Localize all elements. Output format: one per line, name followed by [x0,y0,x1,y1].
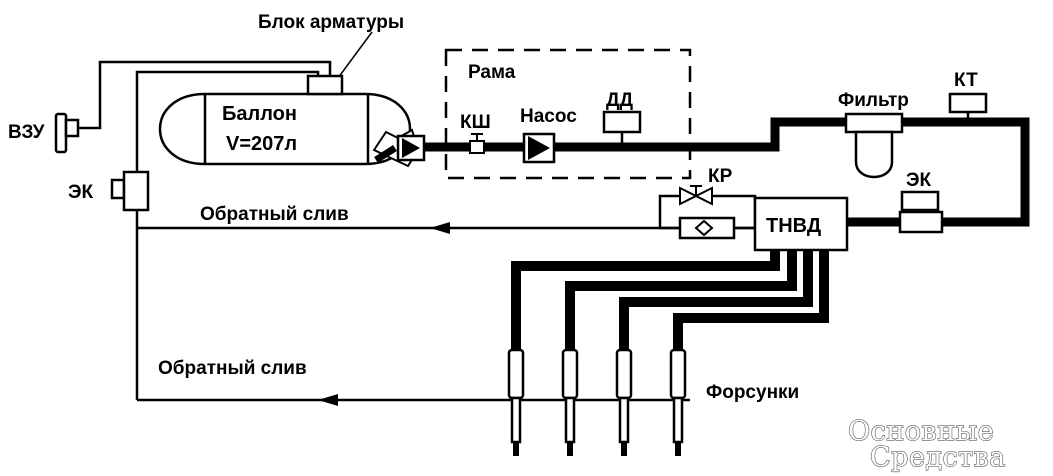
injector-3 [615,348,633,456]
label-tnvd: ТНВД [766,215,821,237]
label-rama: Рама [468,62,516,83]
frame-boundary [444,48,692,180]
label-volume: V=207л [226,133,297,155]
return-lower-arrow [318,394,338,406]
label-return-lower: Обратный слив [158,358,307,379]
label-kt: КТ [954,70,978,91]
label-kr: КР [708,166,733,187]
vzu-fill-line [78,60,332,130]
label-ek-right: ЭК [906,170,932,191]
label-ksh: КШ [460,112,491,133]
label-return-upper: Обратный слив [200,204,349,225]
watermark-line2: Средства [870,442,1006,473]
tnvd-pump [753,196,849,252]
watermark-line1: Основные [848,416,994,447]
label-block-armatury: Блок арматуры [258,12,404,33]
label-vzu: ВЗУ [8,122,45,143]
armature-leader [337,31,373,79]
label-filtr: Фильтр [838,90,909,111]
check-valve-1 [396,134,426,162]
filter [844,112,904,179]
label-nasos: Насос [520,106,577,127]
kt-sensor [948,92,988,122]
injector-line-4 [673,248,829,350]
label-ballon: Баллон [222,103,297,125]
ksh-valve [469,133,485,154]
ek-supply-line [135,70,320,172]
injector-2 [561,348,579,456]
vzu-valve [54,112,80,154]
injector-line-1 [511,248,780,350]
ek-right-valve [898,190,944,234]
label-ek-left: ЭК [68,182,94,203]
injector-line-3 [619,248,813,350]
label-dd: ДД [606,90,634,111]
label-forsunki: Форсунки [706,382,799,403]
injector-line-2 [565,248,797,350]
kr-valve [678,185,736,240]
dd-sensor [602,110,642,147]
pump [522,132,556,164]
filter-to-right-line [900,117,1030,227]
return-upper-arrow [430,222,450,234]
injector-1 [507,348,525,456]
tank [158,74,420,168]
ek-left-valve [110,170,150,212]
injector-4 [669,348,687,456]
